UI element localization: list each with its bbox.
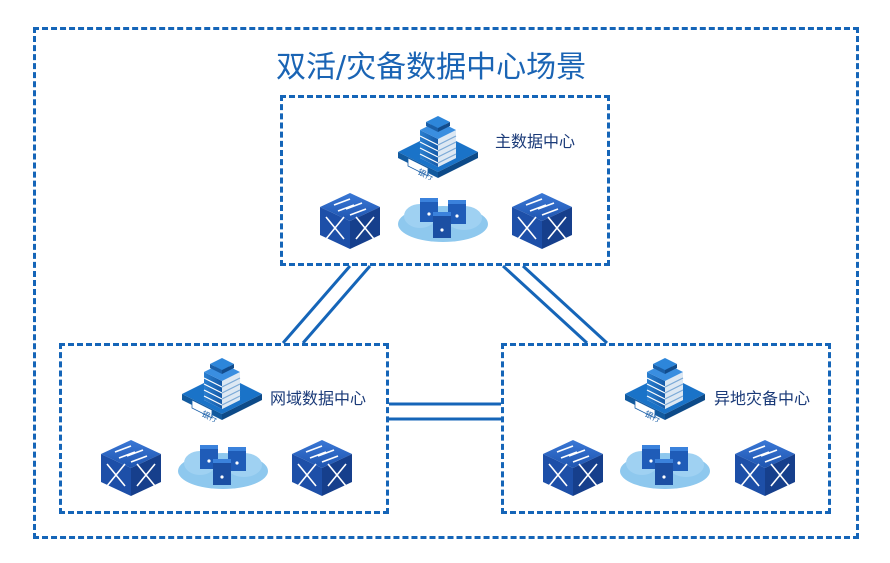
scenario-frame [33, 27, 859, 539]
server-cloud-icon [178, 445, 268, 489]
main-datacenter-label: 主数据中心 [495, 132, 576, 151]
switch-icon [512, 193, 572, 250]
server-cloud-icon [620, 445, 710, 489]
switch-icon [101, 440, 161, 497]
link-main-left-a [281, 265, 352, 344]
switch-icon [292, 440, 352, 497]
left-datacenter-box [59, 343, 389, 514]
link-main-left-b [301, 265, 372, 344]
bank-building-icon: 银行 [398, 115, 478, 180]
link-main-right-a [501, 264, 589, 345]
bank-building-icon: 银行 [625, 357, 705, 422]
link-main-right-b [521, 264, 609, 345]
server-cloud-icon [398, 198, 488, 242]
bank-building-icon: 银行 [182, 357, 262, 422]
right-datacenter-label: 异地灾备中心 [714, 389, 811, 408]
main-datacenter-box [280, 95, 610, 266]
right-datacenter-box [501, 343, 831, 514]
switch-icon [320, 193, 380, 250]
switch-icon [543, 440, 603, 497]
left-datacenter-label: 网域数据中心 [270, 389, 367, 408]
diagram-title: 双活/灾备数据中心场景 [276, 50, 587, 85]
switch-icon [735, 440, 795, 497]
